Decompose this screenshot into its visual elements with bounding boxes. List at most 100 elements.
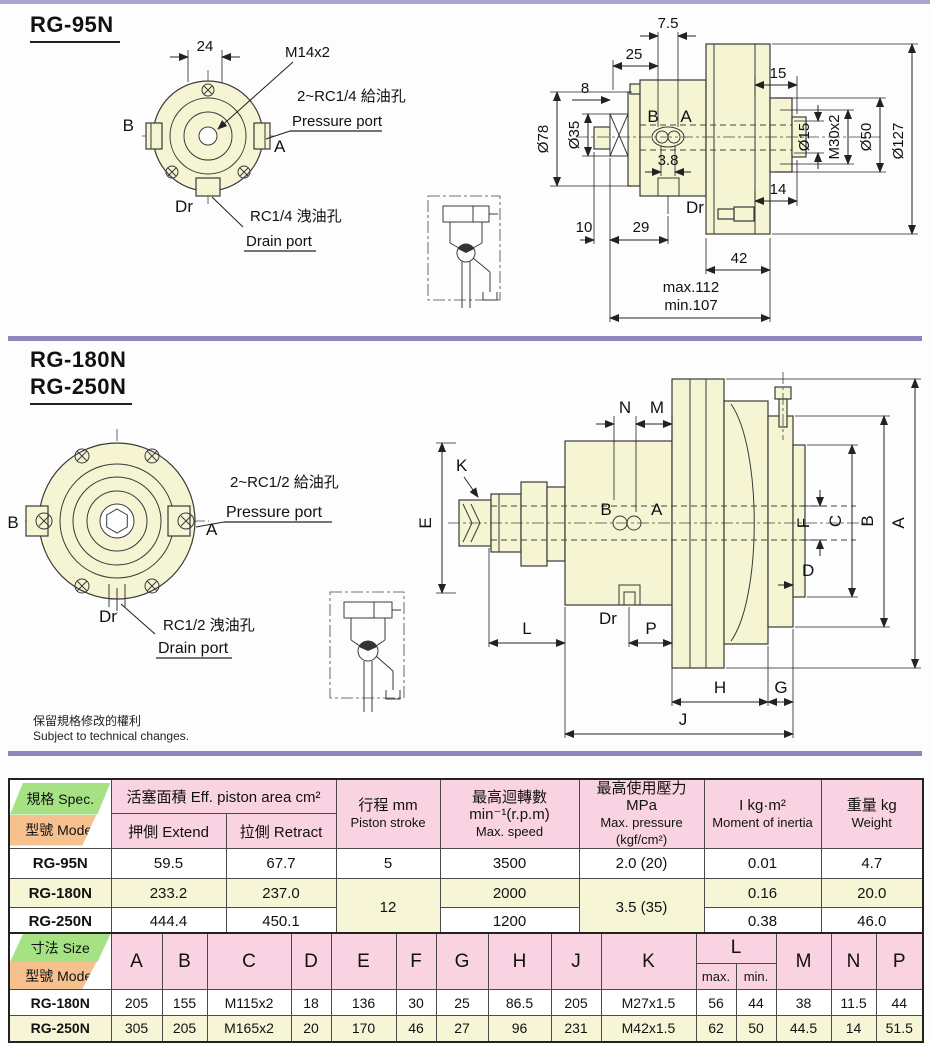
dim-label-l: L — [522, 619, 531, 638]
col-header-speed: 最高迴轉數min⁻¹(r.p.m) Max. speed — [439, 778, 580, 849]
col-header-G: G — [435, 932, 489, 990]
col-header-P: P — [875, 932, 924, 990]
value-cell: 25 — [435, 989, 489, 1016]
col-header-N: N — [830, 932, 877, 990]
value-cell: 38 — [775, 989, 832, 1016]
value-cell: 3500 — [439, 848, 580, 879]
port-b-label: B — [647, 107, 658, 126]
table-row: RG-95N 59.5 67.7 5 3500 2.0 (20) 0.01 4.… — [8, 848, 924, 879]
dim-label-dia15: Ø15 — [796, 123, 813, 151]
footnote: 保留規格修改的權利 Subject to technical changes. — [33, 714, 189, 744]
port-b-label: B — [7, 513, 18, 532]
col-header-inertia: I kg·m² Moment of inertia — [703, 778, 822, 849]
flange — [705, 43, 771, 235]
dim-label-3-8: 3.8 — [658, 152, 679, 169]
value-cell: 67.7 — [225, 848, 337, 879]
value-cell: 46 — [395, 1015, 437, 1042]
col-header-C: C — [206, 932, 292, 990]
model-header-label: 型號 Model — [10, 814, 97, 846]
value-cell: 237.0 — [225, 878, 337, 908]
table-row: RG-180N 233.2 237.0 12 2000 3.5 (35) 0.1… — [8, 878, 924, 937]
corner-header-cell: 規格 Spec. 型號 Model — [8, 778, 112, 849]
dim-label-10: 10 — [576, 219, 593, 236]
drain-dr-label: Dr — [599, 609, 617, 628]
drain-port-label-zh: RC1/4 洩油孔 — [250, 208, 342, 225]
value-cell: 14 — [830, 1015, 877, 1042]
col-header-extend: 押側 Extend — [110, 813, 227, 849]
model-title: RG-250N — [30, 373, 133, 405]
port-a-label: A — [274, 137, 286, 156]
drain-dr-label: Dr — [175, 197, 193, 216]
col-header-J: J — [550, 932, 602, 990]
hydraulic-circuit-symbol-rg95 — [427, 195, 501, 308]
section-title-rg180-250: RG-180N RG-250N — [30, 346, 133, 405]
dim-label-7-5: 7.5 — [658, 15, 679, 32]
col-header-H: H — [487, 932, 552, 990]
drain-notch — [618, 584, 641, 605]
value-cell: 0.01 — [703, 848, 822, 879]
header-en: Weight — [851, 815, 892, 830]
value-cell: M165x2 — [206, 1015, 292, 1042]
dim-label-dia78: Ø78 — [535, 125, 552, 153]
value-cell: 20.0 — [820, 878, 924, 908]
col-header-stroke: 行程 mm Piston stroke — [335, 778, 441, 849]
tank-symbol — [385, 690, 401, 700]
hub — [767, 415, 794, 628]
value-cell: 5 — [335, 848, 441, 879]
value-cell: 59.5 — [110, 848, 227, 879]
value-cell: 51.5 — [875, 1015, 924, 1042]
header-zh: 最高使用壓力 MPa — [596, 780, 687, 814]
rg95-front-view: 24 M14x2 2~RC1/4 給油孔 Pressure port B A D… — [123, 38, 406, 252]
col-header-M: M — [775, 932, 832, 990]
value-cell: 2.0 (20) — [578, 848, 705, 879]
value-cell: 44 — [875, 989, 924, 1016]
dim-label-dia127: Ø127 — [890, 123, 907, 160]
value-cell: 11.5 — [830, 989, 877, 1016]
col-header-L-max: max. — [695, 962, 737, 991]
value-cell: 2000 — [439, 878, 580, 908]
port-b-label: B — [600, 500, 611, 519]
col-header-L: L — [695, 932, 777, 964]
dim-label-min107: min.107 — [664, 297, 717, 314]
header-en: Max. pressure (kgf/cm²) — [600, 815, 683, 847]
value-cell: 56 — [695, 989, 737, 1016]
top-border-bar — [0, 0, 930, 4]
value-cell: 136 — [330, 989, 397, 1016]
flange-disc — [671, 378, 725, 669]
dim-label-f: F — [794, 518, 813, 528]
pressure-port-label-en: Pressure port — [226, 504, 323, 521]
drain-port-label-zh: RC1/2 洩油孔 — [163, 617, 255, 634]
col-header-retract: 拉側 Retract — [225, 813, 337, 849]
value-cell: 170 — [330, 1015, 397, 1042]
header-zh: I kg·m² — [739, 797, 786, 814]
dim-label-p: P — [645, 619, 656, 638]
section-title-rg95: RG-95N — [30, 12, 120, 43]
section-divider-bar — [8, 336, 922, 341]
header-zh: 重量 kg — [846, 797, 897, 814]
spec-header-label: 規格 Spec. — [10, 782, 110, 815]
dim-label-g: G — [774, 678, 787, 697]
value-cell: M115x2 — [206, 989, 292, 1016]
model-title: RG-180N — [30, 347, 127, 372]
col-header-F: F — [395, 932, 437, 990]
drain-port-label-en: Drain port — [246, 233, 313, 250]
model-cell: RG-95N — [8, 848, 112, 879]
tank-symbol — [482, 292, 498, 301]
size-table: 寸法 Size 型號 Model A B C D E F G H J K L M… — [8, 932, 925, 1043]
drain-dr-label: Dr — [686, 198, 704, 217]
header-en: Max. speed — [475, 823, 544, 839]
port-a-boss — [253, 122, 271, 150]
pressure-port-label-en: Pressure port — [292, 113, 383, 130]
port-a-label: A — [206, 520, 218, 539]
col-header-B: B — [161, 932, 208, 990]
hub — [769, 97, 793, 173]
header-en: Moment of inertia — [712, 815, 813, 830]
dim-label-j: J — [679, 710, 688, 729]
value-cell: 86.5 — [487, 989, 552, 1016]
value-cell: 205 — [110, 989, 163, 1016]
dim-label-c: C — [826, 515, 845, 527]
dim-label-max112: max.112 — [663, 279, 719, 296]
header-en: Piston stroke — [350, 815, 426, 830]
value-cell: 18 — [290, 989, 332, 1016]
table-row: RG-180N 205 155 M115x2 18 136 30 25 86.5… — [8, 989, 924, 1016]
